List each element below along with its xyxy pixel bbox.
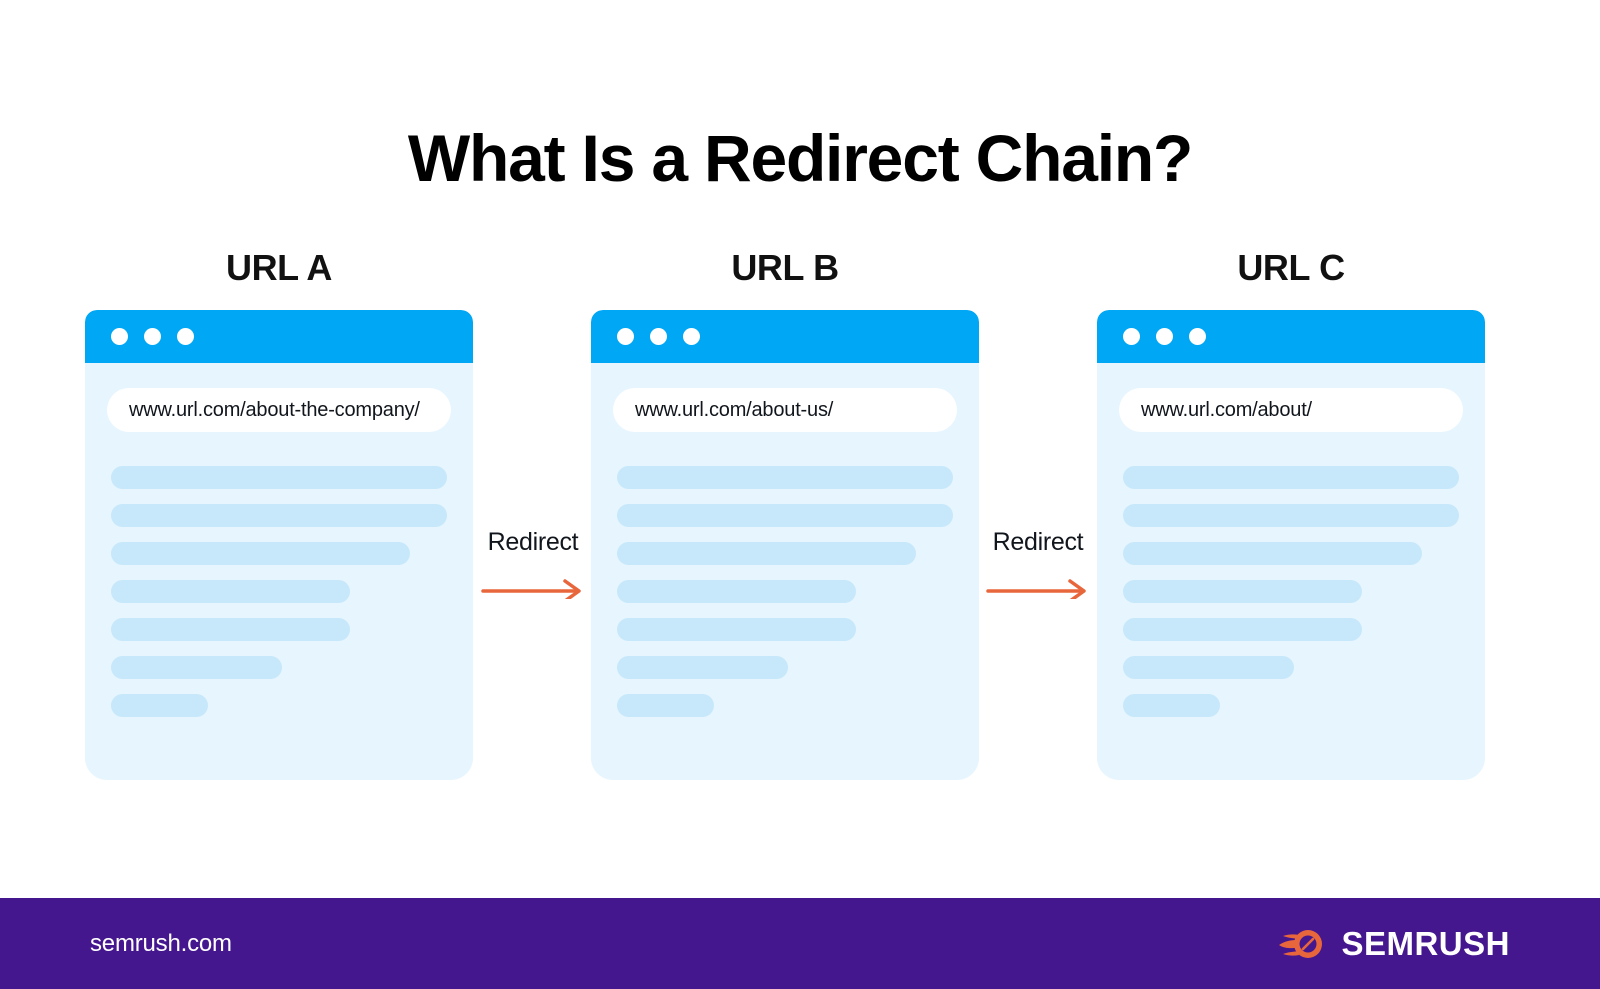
address-bar-b[interactable]: www.url.com/about-us/ <box>613 388 957 432</box>
address-bar-b-text: www.url.com/about-us/ <box>635 398 834 421</box>
skeleton-line <box>1123 504 1459 527</box>
browser-window-c: www.url.com/about/ <box>1097 310 1485 780</box>
skeleton-line <box>617 580 856 603</box>
skeleton-line <box>617 542 917 565</box>
skeleton-line <box>111 504 447 527</box>
url-column-a-label: URL A <box>225 247 332 288</box>
footer-bar: semrush.com SEMRUSH <box>0 898 1600 989</box>
content-skeleton-b <box>617 466 953 732</box>
address-bar-a[interactable]: www.url.com/about-the-company/ <box>107 388 451 432</box>
skeleton-line <box>1123 656 1295 679</box>
skeleton-line <box>617 694 715 717</box>
page-title: What Is a Redirect Chain? <box>407 121 1193 196</box>
browser-titlebar-b <box>591 310 979 363</box>
redirect-connector-1-label: Redirect <box>487 528 579 556</box>
skeleton-line <box>617 656 789 679</box>
content-skeleton-c <box>1123 466 1459 732</box>
address-bar-c-text: www.url.com/about/ <box>1141 398 1312 421</box>
skeleton-line <box>617 618 856 641</box>
url-column-c: URL C www.url.com/about/ <box>1097 250 1485 780</box>
skeleton-line <box>1123 694 1221 717</box>
address-bar-a-text: www.url.com/about-the-company/ <box>129 398 420 421</box>
url-column-b: URL B www.url.com/about-us/ <box>591 250 979 780</box>
url-column-a: URL A www.url.com/about-the-company/ <box>85 250 473 780</box>
redirect-connector-2: Redirect <box>973 530 1103 599</box>
window-dot-icon <box>1156 328 1173 345</box>
skeleton-line <box>617 466 953 489</box>
redirect-connector-2-label: Redirect <box>992 528 1084 556</box>
skeleton-line <box>111 580 350 603</box>
redirect-connector-1: Redirect <box>468 530 598 599</box>
skeleton-line <box>111 656 283 679</box>
semrush-wordmark: SEMRUSH <box>1341 924 1510 962</box>
browser-titlebar-c <box>1097 310 1485 363</box>
url-column-c-label: URL C <box>1237 247 1345 288</box>
window-dot-icon <box>683 328 700 345</box>
skeleton-line <box>111 542 411 565</box>
arrow-right-icon <box>481 579 581 599</box>
window-dot-icon <box>144 328 161 345</box>
url-column-b-label: URL B <box>731 247 839 288</box>
skeleton-line <box>1123 542 1423 565</box>
window-dot-icon <box>111 328 128 345</box>
window-dot-icon <box>617 328 634 345</box>
skeleton-line <box>111 466 447 489</box>
arrow-right-icon <box>986 579 1086 599</box>
content-skeleton-a <box>111 466 447 732</box>
footer-site-label: semrush.com <box>90 929 232 957</box>
skeleton-line <box>111 618 350 641</box>
skeleton-line <box>1123 580 1362 603</box>
skeleton-line <box>617 504 953 527</box>
skeleton-line <box>1123 466 1459 489</box>
semrush-logo: SEMRUSH <box>1277 925 1510 963</box>
window-dot-icon <box>177 328 194 345</box>
window-dot-icon <box>1189 328 1206 345</box>
skeleton-line <box>111 694 209 717</box>
address-bar-c[interactable]: www.url.com/about/ <box>1119 388 1463 432</box>
browser-window-b: www.url.com/about-us/ <box>591 310 979 780</box>
skeleton-line <box>1123 618 1362 641</box>
redirect-chain-diagram: URL A www.url.com/about-the-company/ <box>0 250 1600 810</box>
window-dot-icon <box>650 328 667 345</box>
browser-titlebar-a <box>85 310 473 363</box>
window-dot-icon <box>1123 328 1140 345</box>
browser-window-a: www.url.com/about-the-company/ <box>85 310 473 780</box>
semrush-comet-icon <box>1279 929 1323 958</box>
